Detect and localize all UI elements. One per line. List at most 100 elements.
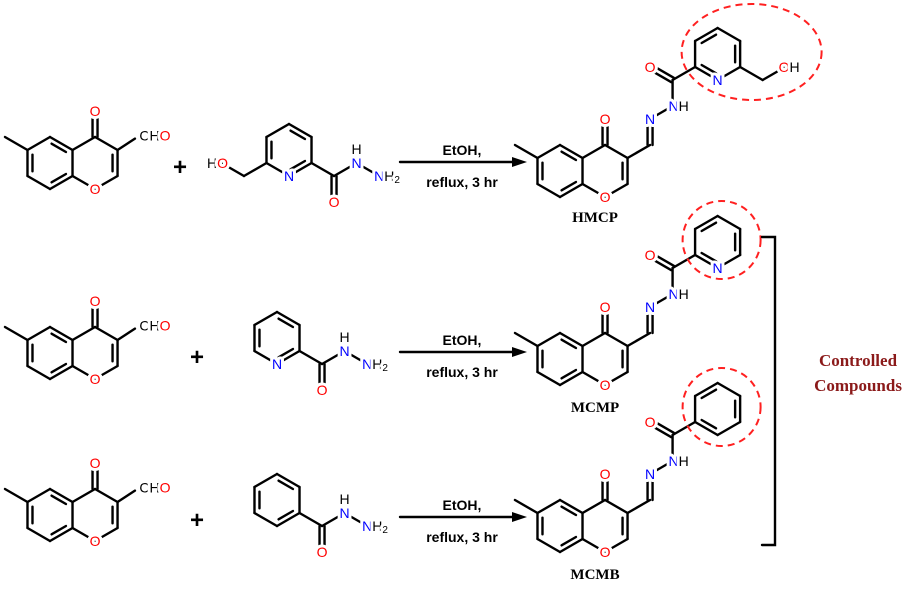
double-bond-line [560,150,578,162]
bond [650,251,676,268]
hydrazide-nitrogen: N [339,505,349,521]
bond [716,420,742,437]
bond [603,370,629,387]
double-bond-line [277,479,295,491]
product-name: MCMP [571,400,619,416]
ring-oxygen: O [90,371,101,387]
bond [265,122,291,139]
bond [298,349,324,366]
bond [48,487,74,504]
bond [650,63,676,80]
carbonyl-oxygen: O [600,111,611,127]
highlight-circle [681,200,762,280]
bond [48,325,74,342]
bond [536,370,562,387]
reaction-arrow [398,512,527,522]
bond [693,65,719,82]
bond [648,459,674,476]
chromone-core: OO [513,463,629,563]
arrow-head [512,157,527,167]
bond [671,420,697,437]
carbonyl-oxygen: O [90,455,101,471]
bond [716,65,742,82]
ring-nitrogen: N [713,72,723,88]
bond [287,122,313,139]
double-bond-line [700,221,718,233]
plus-sign: + [190,344,204,371]
bond [581,182,607,199]
double-bond-line [560,505,578,517]
chromone-core: OO [513,108,629,208]
bond [71,325,97,342]
hydrazide-hydrogen: H [339,329,349,345]
carbonyl-oxygen: O [90,103,101,119]
product-name: HMCP [572,210,618,226]
bracket-line [760,235,777,547]
bond [71,487,97,504]
solvent-label: EtOH, [443,332,482,348]
bond [716,253,742,270]
bond [116,137,137,152]
bond [253,349,279,366]
bond [603,537,629,554]
double-bond-line [277,347,295,359]
ring-nitrogen: N [284,168,294,184]
bond [71,526,97,543]
double-bond-line [50,362,68,374]
bond [93,526,119,543]
bond [558,143,584,160]
bond [355,161,381,178]
bond [626,331,652,348]
double-bond-line [50,524,68,536]
bond [253,472,279,489]
bond [693,26,719,43]
ring-oxygen: O [90,533,101,549]
carbonyl-oxygen: O [317,544,328,560]
double-bond-line [560,535,578,547]
double-bond-line [289,129,307,141]
solvent-label: EtOH, [443,497,482,513]
double-bond-line [50,332,68,344]
carbonyl-oxygen: O [600,299,611,315]
imine-nitrogen: N [645,466,655,482]
bond [93,325,119,342]
bond [26,135,52,152]
ring-oxygen: O [600,377,611,393]
chromone-core: OO [3,452,119,552]
bond [693,420,719,437]
arrow-head [512,512,527,522]
carbonyl-oxygen: O [317,382,328,398]
controlled-label-line2: Compounds [814,376,902,395]
bond [693,381,719,398]
bond [26,526,52,543]
condition-label: reflux, 3 hr [426,174,498,190]
double-bond-line [50,494,68,506]
bond [116,327,137,342]
hydroxyl-group: HO [207,155,228,171]
bond [26,364,52,381]
imine-nitrogen: N [645,111,655,127]
double-bond-line [277,509,295,521]
bond [275,511,301,528]
reaction-arrow [398,157,527,167]
bond [581,537,607,554]
bond [343,511,369,528]
bond [93,174,119,191]
imine-nitrogen: N [645,299,655,315]
bond [265,161,291,178]
controlled-label-line1: Controlled [819,351,898,370]
bond [581,498,607,515]
reaction-arrow [398,347,527,357]
bond [738,65,764,82]
bond [581,370,607,387]
hydrazide-hydrogen: H [339,491,349,507]
aldehyde-group: CHO [139,128,170,144]
double-bond-line [700,388,718,400]
